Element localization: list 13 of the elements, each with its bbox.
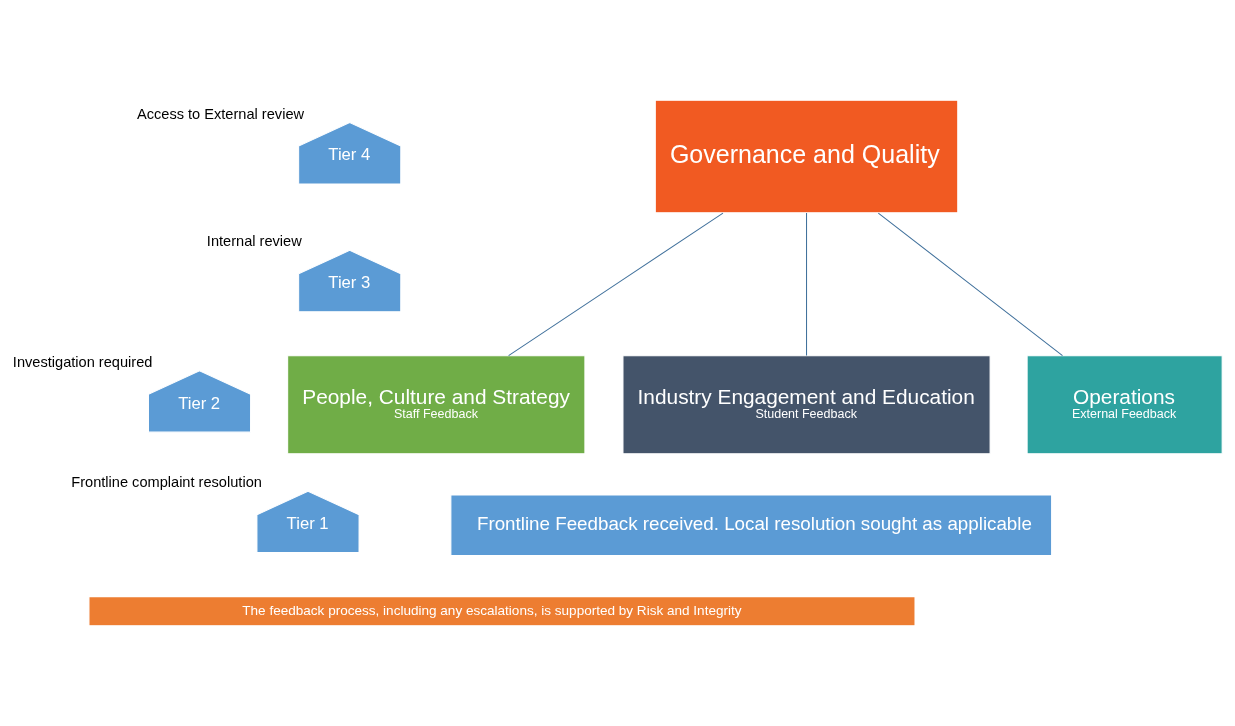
node-box: The feedback process, including any escalations, is supported by Risk and Integrity — [88, 596, 916, 627]
node-box: Governance and Quality — [654, 99, 959, 214]
node-box: People, Culture and Strategy Staff Feedback — [287, 355, 586, 455]
node-label: Investigation required — [12, 353, 153, 370]
connector — [508, 212, 724, 357]
connector — [877, 212, 1064, 357]
node-label: Access to External review — [136, 105, 305, 122]
node-box: Operations External Feedback — [1026, 355, 1223, 455]
node-label: Frontline complaint resolution — [71, 474, 262, 491]
node-label: Internal review — [206, 233, 302, 250]
connector — [806, 212, 808, 356]
node-box: Frontline Feedback received. Local resolution sought as applicable — [450, 494, 1053, 556]
node-box: Industry Engagement and Education Student Feedback — [622, 355, 991, 455]
